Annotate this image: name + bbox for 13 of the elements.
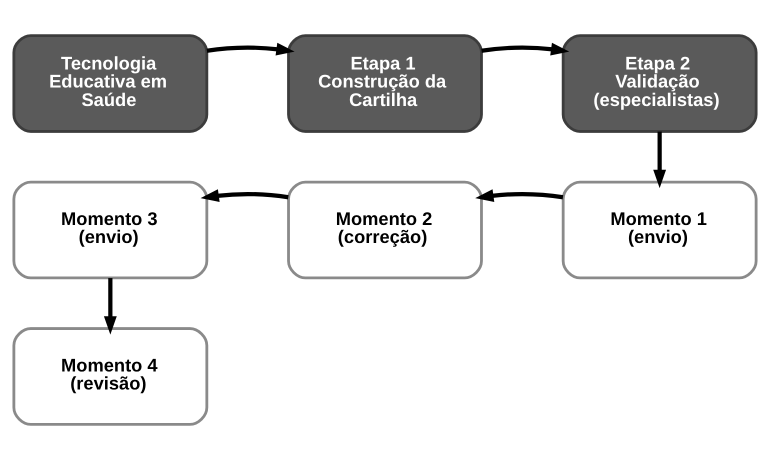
node-box: Momento 2 (correção)	[287, 180, 483, 279]
arrow	[200, 188, 289, 202]
arrow	[653, 131, 666, 188]
node-box: Etapa 2 Validação (especialistas)	[562, 34, 758, 132]
node-box: Etapa 1 Construção da Cartilha	[287, 34, 483, 132]
arrow	[475, 188, 564, 202]
arrow	[206, 42, 295, 56]
node-box: Momento 1 (envio)	[562, 180, 758, 279]
arrow	[481, 42, 570, 56]
node-box: Momento 3 (envio)	[12, 180, 208, 279]
node-box: Momento 4 (revisão)	[12, 326, 208, 426]
arrow	[104, 278, 117, 334]
node-box: Tecnologia Educativa em Saúde	[12, 34, 208, 132]
